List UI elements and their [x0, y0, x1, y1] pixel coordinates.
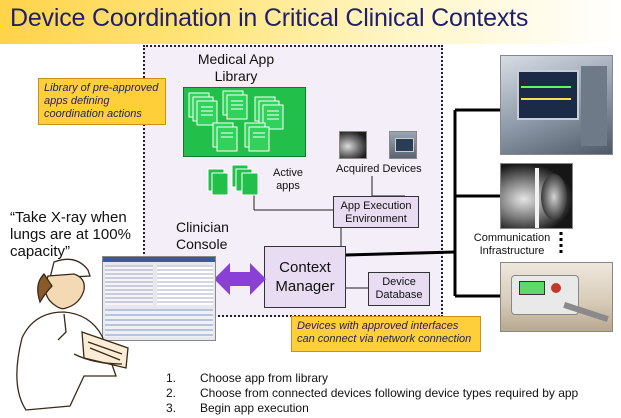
- page-title: Device Coordination in Critical Clinical…: [10, 4, 529, 32]
- step-number: 1.: [166, 371, 177, 385]
- step-item: 2. Choose from connected devices followin…: [166, 386, 578, 401]
- chest-xray-spine: [535, 168, 539, 228]
- app-execution-env-line-2: Environment: [345, 213, 407, 225]
- active-apps-label: Active apps: [270, 167, 306, 193]
- patient-monitor-trace-2: [521, 98, 571, 100]
- xray-thumbnail: [339, 131, 367, 159]
- console-screenshot: [102, 256, 216, 341]
- comm-line-main: [345, 250, 456, 257]
- ventilator-photo: [500, 262, 613, 332]
- bidirectional-arrow-icon: [214, 263, 266, 295]
- ventilator-knob: [551, 283, 561, 293]
- devices-callout-line-1: Devices with approved interfaces: [297, 320, 459, 332]
- device-database-line-2: Database: [375, 289, 423, 301]
- console-panel-bottom: [105, 309, 213, 337]
- device-database-box: Device Database: [368, 272, 430, 306]
- console-panel-left: [105, 265, 153, 305]
- console-titlebar: [103, 257, 215, 262]
- nurse-illustration-icon: [16, 258, 129, 411]
- console-panel-right: [157, 265, 213, 305]
- library-callout-line-1: Library of pre-approved: [44, 82, 159, 94]
- xray-quote-line-3: capacity”: [10, 243, 71, 260]
- step-text: Choose from connected devices following …: [200, 386, 579, 400]
- device-database-line-1: Device: [382, 276, 416, 288]
- step-item: 3. Begin app execution: [166, 401, 578, 416]
- library-callout: Library of pre-approved apps defining co…: [38, 78, 166, 125]
- step-text: Begin app execution: [200, 401, 309, 415]
- steps-list: 1. Choose app from library 2. Choose from …: [166, 371, 578, 416]
- context-manager-line-2: Manager: [275, 278, 335, 295]
- active-apps-line-1: Active: [273, 167, 303, 179]
- medical-app-library-line-2: Library: [214, 68, 258, 84]
- devices-callout-line-2: can connect via network connection: [297, 333, 472, 345]
- step-number: 3.: [166, 401, 177, 415]
- communication-infra-line-1: Communication: [473, 232, 551, 244]
- xray-quote-line-2: lungs are at 100%: [10, 226, 131, 243]
- library-callout-line-2: apps defining: [44, 95, 110, 107]
- patient-monitor-trace: [521, 86, 571, 88]
- medical-app-library-line-1: Medical App: [197, 51, 275, 67]
- title-band: [0, 0, 621, 44]
- communication-infra-line-2: Infrastructure: [479, 245, 545, 257]
- clinician-console-line-1: Clinician: [176, 219, 229, 235]
- communication-infrastructure-label: Communication Infrastructure: [469, 232, 555, 258]
- patient-monitor-screen: [517, 70, 579, 120]
- devices-callout: Devices with approved interfaces can con…: [291, 316, 481, 352]
- xray-quote: “Take X-ray when lungs are at 100% capac…: [10, 209, 131, 260]
- context-manager-line-1: Context: [279, 259, 331, 276]
- monitor-thumbnail-screen: [395, 138, 414, 152]
- acquired-devices-label: Acquired Devices: [336, 163, 422, 175]
- step-text: Choose app from library: [200, 371, 329, 385]
- medical-app-library-label: Medical App Library: [190, 51, 282, 85]
- patient-monitor-panel: [581, 66, 607, 146]
- patient-monitor-photo: [500, 55, 613, 155]
- step-number: 2.: [166, 386, 177, 400]
- ventilator-display: [519, 281, 545, 295]
- clinician-console-line-2: Console: [176, 236, 228, 252]
- xray-quote-line-1: “Take X-ray when: [10, 209, 127, 226]
- chest-xray-right-lung: [541, 174, 567, 220]
- monitor-thumbnail: [389, 131, 417, 159]
- active-apps-line-2: apps: [276, 180, 300, 192]
- app-execution-env-line-1: App Execution: [340, 200, 412, 212]
- app-library-documents-icon: [188, 90, 284, 152]
- chest-xray-photo: [500, 163, 573, 229]
- step-item: 1. Choose app from library: [166, 371, 578, 386]
- context-manager-box: Context Manager: [264, 246, 346, 308]
- library-callout-line-3: coordination actions: [44, 108, 142, 120]
- clinician-console-label: Clinician Console: [176, 219, 229, 253]
- active-apps-icon: [207, 164, 259, 196]
- app-execution-environment-box: App Execution Environment: [333, 196, 419, 228]
